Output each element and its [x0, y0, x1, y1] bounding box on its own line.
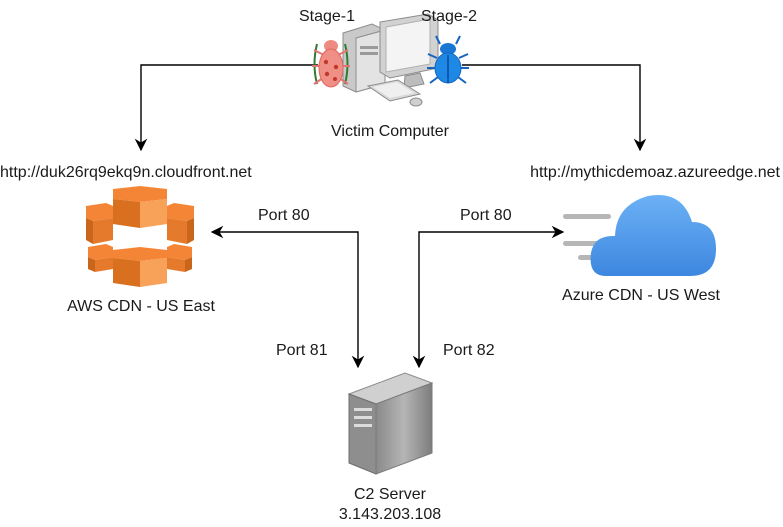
- aws-cloudfront-icon: [86, 186, 194, 287]
- stage2-bug-icon: [427, 35, 469, 84]
- aws-port-front-label: Port 80: [258, 207, 310, 224]
- azure-port-back-label: Port 82: [443, 342, 495, 359]
- connector-victim-to-azure: [462, 64, 647, 152]
- stage2-label: Stage-2: [420, 8, 478, 25]
- azure-cdn-cloud-icon: [563, 195, 716, 276]
- azure-url-label: http://mythicdemoaz.azureedge.net: [530, 164, 780, 181]
- stage1-bug-icon: [312, 40, 350, 88]
- victim-computer-label: Victim Computer: [331, 123, 449, 140]
- aws-url-label: http://duk26rq9ekq9n.cloudfront.net: [0, 164, 252, 181]
- connector-victim-to-aws: [134, 64, 318, 152]
- connector-aws-to-c2: [210, 225, 365, 369]
- aws-port-back-label: Port 81: [276, 342, 328, 359]
- connector-azure-to-c2: [412, 225, 565, 369]
- desktop-computer-icon: [342, 13, 439, 107]
- c2-server-ip: 3.143.203.108: [338, 506, 442, 523]
- aws-cdn-label: AWS CDN - US East: [67, 298, 215, 315]
- c2-server-label: C2 Server: [353, 486, 427, 503]
- azure-port-front-label: Port 80: [460, 207, 512, 224]
- stage1-label: Stage-1: [298, 8, 356, 25]
- server-tower-icon: [347, 372, 434, 475]
- azure-cdn-label: Azure CDN - US West: [562, 287, 720, 304]
